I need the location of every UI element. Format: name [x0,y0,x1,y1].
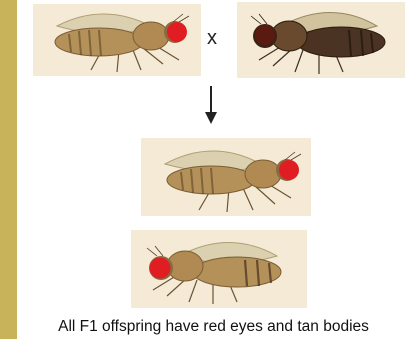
caption: All F1 offspring have red eyes and tan b… [17,316,410,339]
fly-f1-offspring-2 [131,230,307,308]
fly-parent-red-eye-tan [33,4,201,76]
fly-illustration [141,138,311,216]
cross-diagram: x [17,0,410,339]
fly-f1-offspring-1 [141,138,311,216]
fly-parent-dark-eye-ebony [237,2,405,78]
down-arrow-icon [203,86,219,126]
cross-symbol: x [207,28,217,48]
fly-illustration [237,2,405,78]
fly-illustration [33,4,201,76]
left-accent-bar [0,0,17,339]
fly-illustration [131,230,307,308]
